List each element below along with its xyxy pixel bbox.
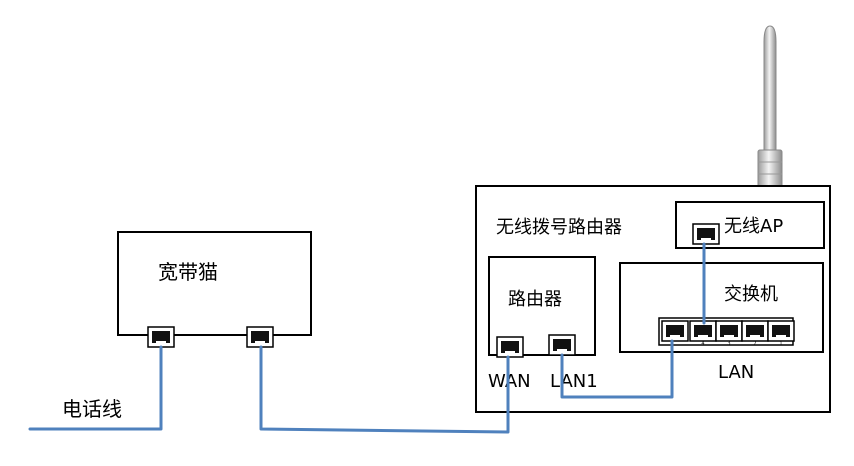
router-label: 路由器 [508,289,562,310]
switch-port-number: 1 [779,341,782,347]
modem-box [117,231,312,336]
lan-label: LAN [718,362,754,383]
phone-line-cable [28,345,163,431]
switch-port-number: 4 [701,341,704,347]
switch-port-1-icon [767,320,795,342]
switch-port-3-icon [715,320,743,342]
router-lan1-port-icon [548,334,576,356]
cables [28,242,706,434]
modem-label: 宽带猫 [158,260,218,284]
lan1-to-switch-cable [560,339,674,399]
phone-line-label: 电话线 [62,397,122,421]
ap-port-icon [692,223,720,245]
switch-uplink-port-icon [661,320,689,342]
wireless-router-label: 无线拨号路由器 [496,217,622,238]
antenna [757,25,783,201]
modem-to-wan-cable [259,345,510,434]
modem-phone-port-icon [147,326,175,348]
switch-label: 交换机 [724,284,778,305]
wireless-ap-label: 无线AP [724,216,783,237]
modem-ethernet-port-icon [246,326,274,348]
switch-port-number: 3 [727,341,730,347]
switch-port-number: 2 [753,341,756,347]
lan1-label: LAN1 [550,371,598,392]
switch-port-2-icon [741,320,769,342]
router-wan-port-icon [496,336,524,358]
switch-port-strip: 4 3 2 1 [658,317,795,347]
